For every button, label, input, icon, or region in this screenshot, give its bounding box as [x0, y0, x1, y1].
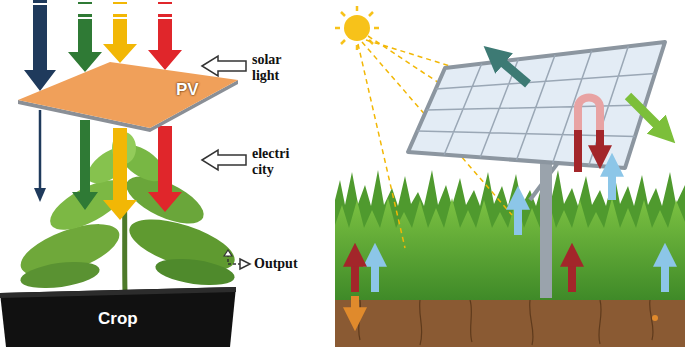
plant: [14, 132, 240, 292]
solar-panel: [408, 42, 665, 298]
output-label: Output: [254, 256, 334, 272]
electricity-label-box: electri city: [252, 146, 306, 178]
crop-pot-face: [0, 287, 236, 347]
grass: [335, 170, 685, 300]
output-label-box: Output: [254, 256, 334, 272]
crop-pot: Crop: [0, 283, 236, 347]
solar-light-label: solar light: [252, 52, 306, 84]
pv-panel-shape: [18, 62, 238, 132]
crop-pot-face: [0, 287, 236, 298]
pv-panel-face: [18, 62, 238, 128]
node-text: Crop: [98, 309, 138, 329]
pv-panel: PV: [18, 62, 238, 132]
solar-light-label-box: solar light: [252, 52, 306, 84]
node-text: PV: [176, 80, 199, 100]
electricity-label: electri city: [252, 146, 306, 178]
flux-arrows: [355, 60, 665, 312]
